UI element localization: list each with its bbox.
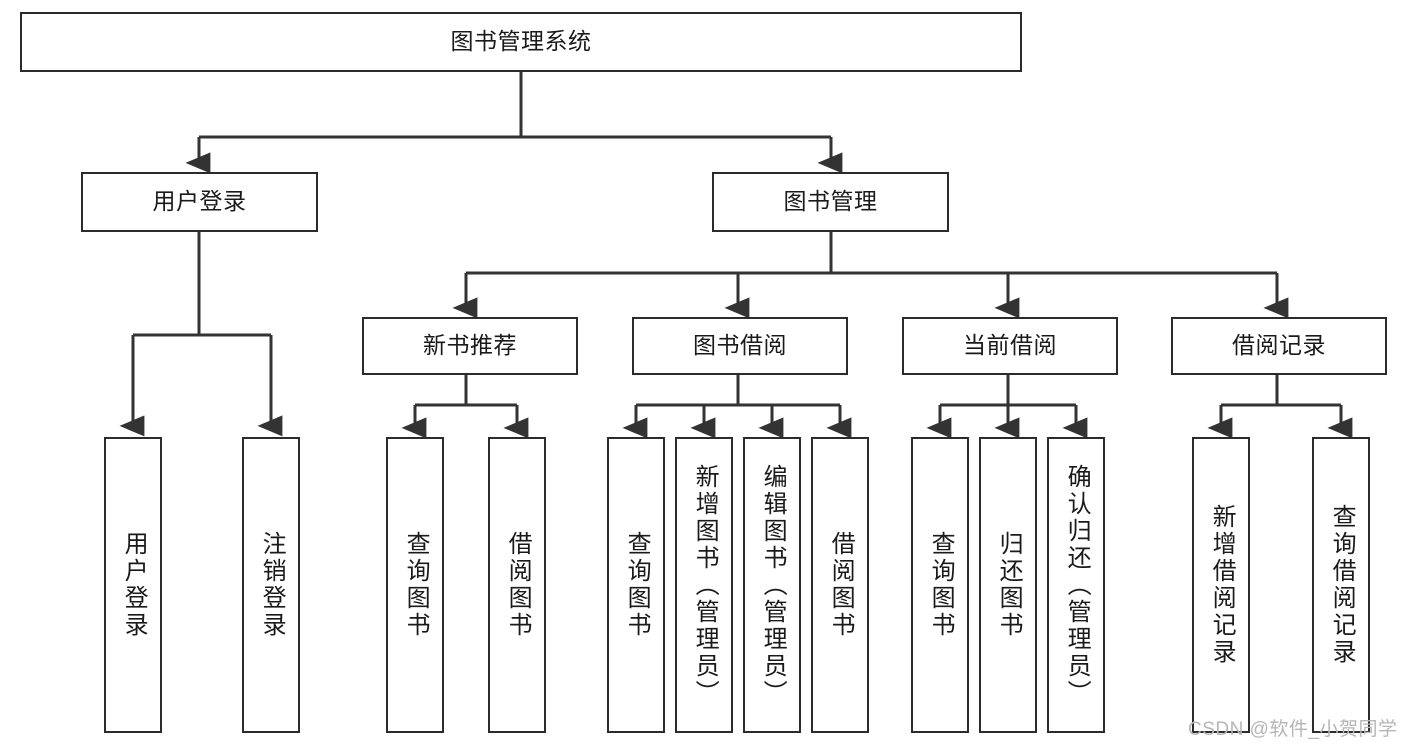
node-leaf-confirm-return[interactable]: 确认归还（管理员） xyxy=(1047,437,1105,733)
node-leaf-edit-book[interactable]: 编辑图书（管理员） xyxy=(743,437,801,733)
node-leaf-query-book-1[interactable]: 查询图书 xyxy=(386,437,444,733)
node-book-borrow[interactable]: 图书借阅 xyxy=(632,317,848,375)
node-user-login[interactable]: 用户登录 xyxy=(81,172,318,232)
node-root[interactable]: 图书管理系统 xyxy=(20,12,1022,72)
node-leaf-user-login[interactable]: 用户登录 xyxy=(104,437,162,733)
node-leaf-return-book[interactable]: 归还图书 xyxy=(979,437,1037,733)
node-leaf-logout[interactable]: 注销登录 xyxy=(242,437,300,733)
node-book-manage[interactable]: 图书管理 xyxy=(712,172,949,232)
node-leaf-borrow-book-1[interactable]: 借阅图书 xyxy=(488,437,546,733)
node-leaf-add-record[interactable]: 新增借阅记录 xyxy=(1192,437,1250,733)
node-current-borrow[interactable]: 当前借阅 xyxy=(902,317,1118,375)
node-leaf-query-record[interactable]: 查询借阅记录 xyxy=(1312,437,1370,733)
watermark: CSDN @软件_小贺同学 xyxy=(1188,719,1398,740)
node-new-book-rec[interactable]: 新书推荐 xyxy=(362,317,578,375)
node-borrow-record[interactable]: 借阅记录 xyxy=(1171,317,1387,375)
node-leaf-borrow-book-2[interactable]: 借阅图书 xyxy=(811,437,869,733)
node-leaf-query-book-2[interactable]: 查询图书 xyxy=(607,437,665,733)
node-leaf-add-book[interactable]: 新增图书（管理员） xyxy=(675,437,733,733)
node-leaf-query-book-3[interactable]: 查询图书 xyxy=(911,437,969,733)
